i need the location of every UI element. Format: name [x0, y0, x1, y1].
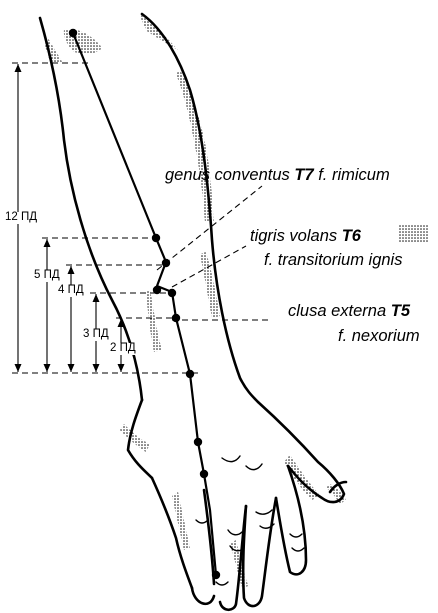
label-t5: clusa externa T5 [288, 303, 410, 320]
ruler-label-4: 4 ПД [57, 285, 85, 297]
label-t7-sub: f. rimicum [318, 166, 390, 184]
label-t7-code: T7 [294, 166, 313, 184]
ruler-label-2: 2 ПД [109, 343, 137, 355]
measurement-ruler [12, 63, 200, 373]
acupoint [168, 289, 176, 297]
label-t5-sub: f. nexorium [338, 328, 420, 345]
acupoint-t7 [152, 234, 160, 242]
label-t6-name: tigris volans [250, 227, 337, 245]
label-t5-name: clusa externa [288, 302, 386, 320]
label-t6: tigris volans T6 [250, 228, 361, 245]
acupoint-end [212, 571, 220, 579]
acupoint [194, 438, 202, 446]
stipple-legend-swatch [398, 225, 428, 243]
label-t7: genus conventus T7 f. rimicum [165, 167, 390, 184]
label-t6-sub: f. transitorium ignis [264, 252, 402, 269]
label-t6-code: T6 [342, 227, 361, 245]
ruler-label-5: 5 ПД [33, 270, 61, 282]
stipple-shading [44, 14, 346, 588]
acupoint-start [69, 29, 77, 37]
acupoints [69, 29, 220, 579]
label-t7-name: genus conventus [165, 166, 290, 184]
acupoint [200, 470, 208, 478]
acupoint [162, 259, 170, 267]
acupoint-t5 [172, 314, 180, 322]
label-t5-code: T5 [391, 302, 410, 320]
acupoint-t6 [153, 286, 161, 294]
acupoint [186, 370, 194, 378]
ruler-label-12: 12 ПД [4, 212, 38, 224]
ruler-label-3: 3 ПД [82, 329, 110, 341]
